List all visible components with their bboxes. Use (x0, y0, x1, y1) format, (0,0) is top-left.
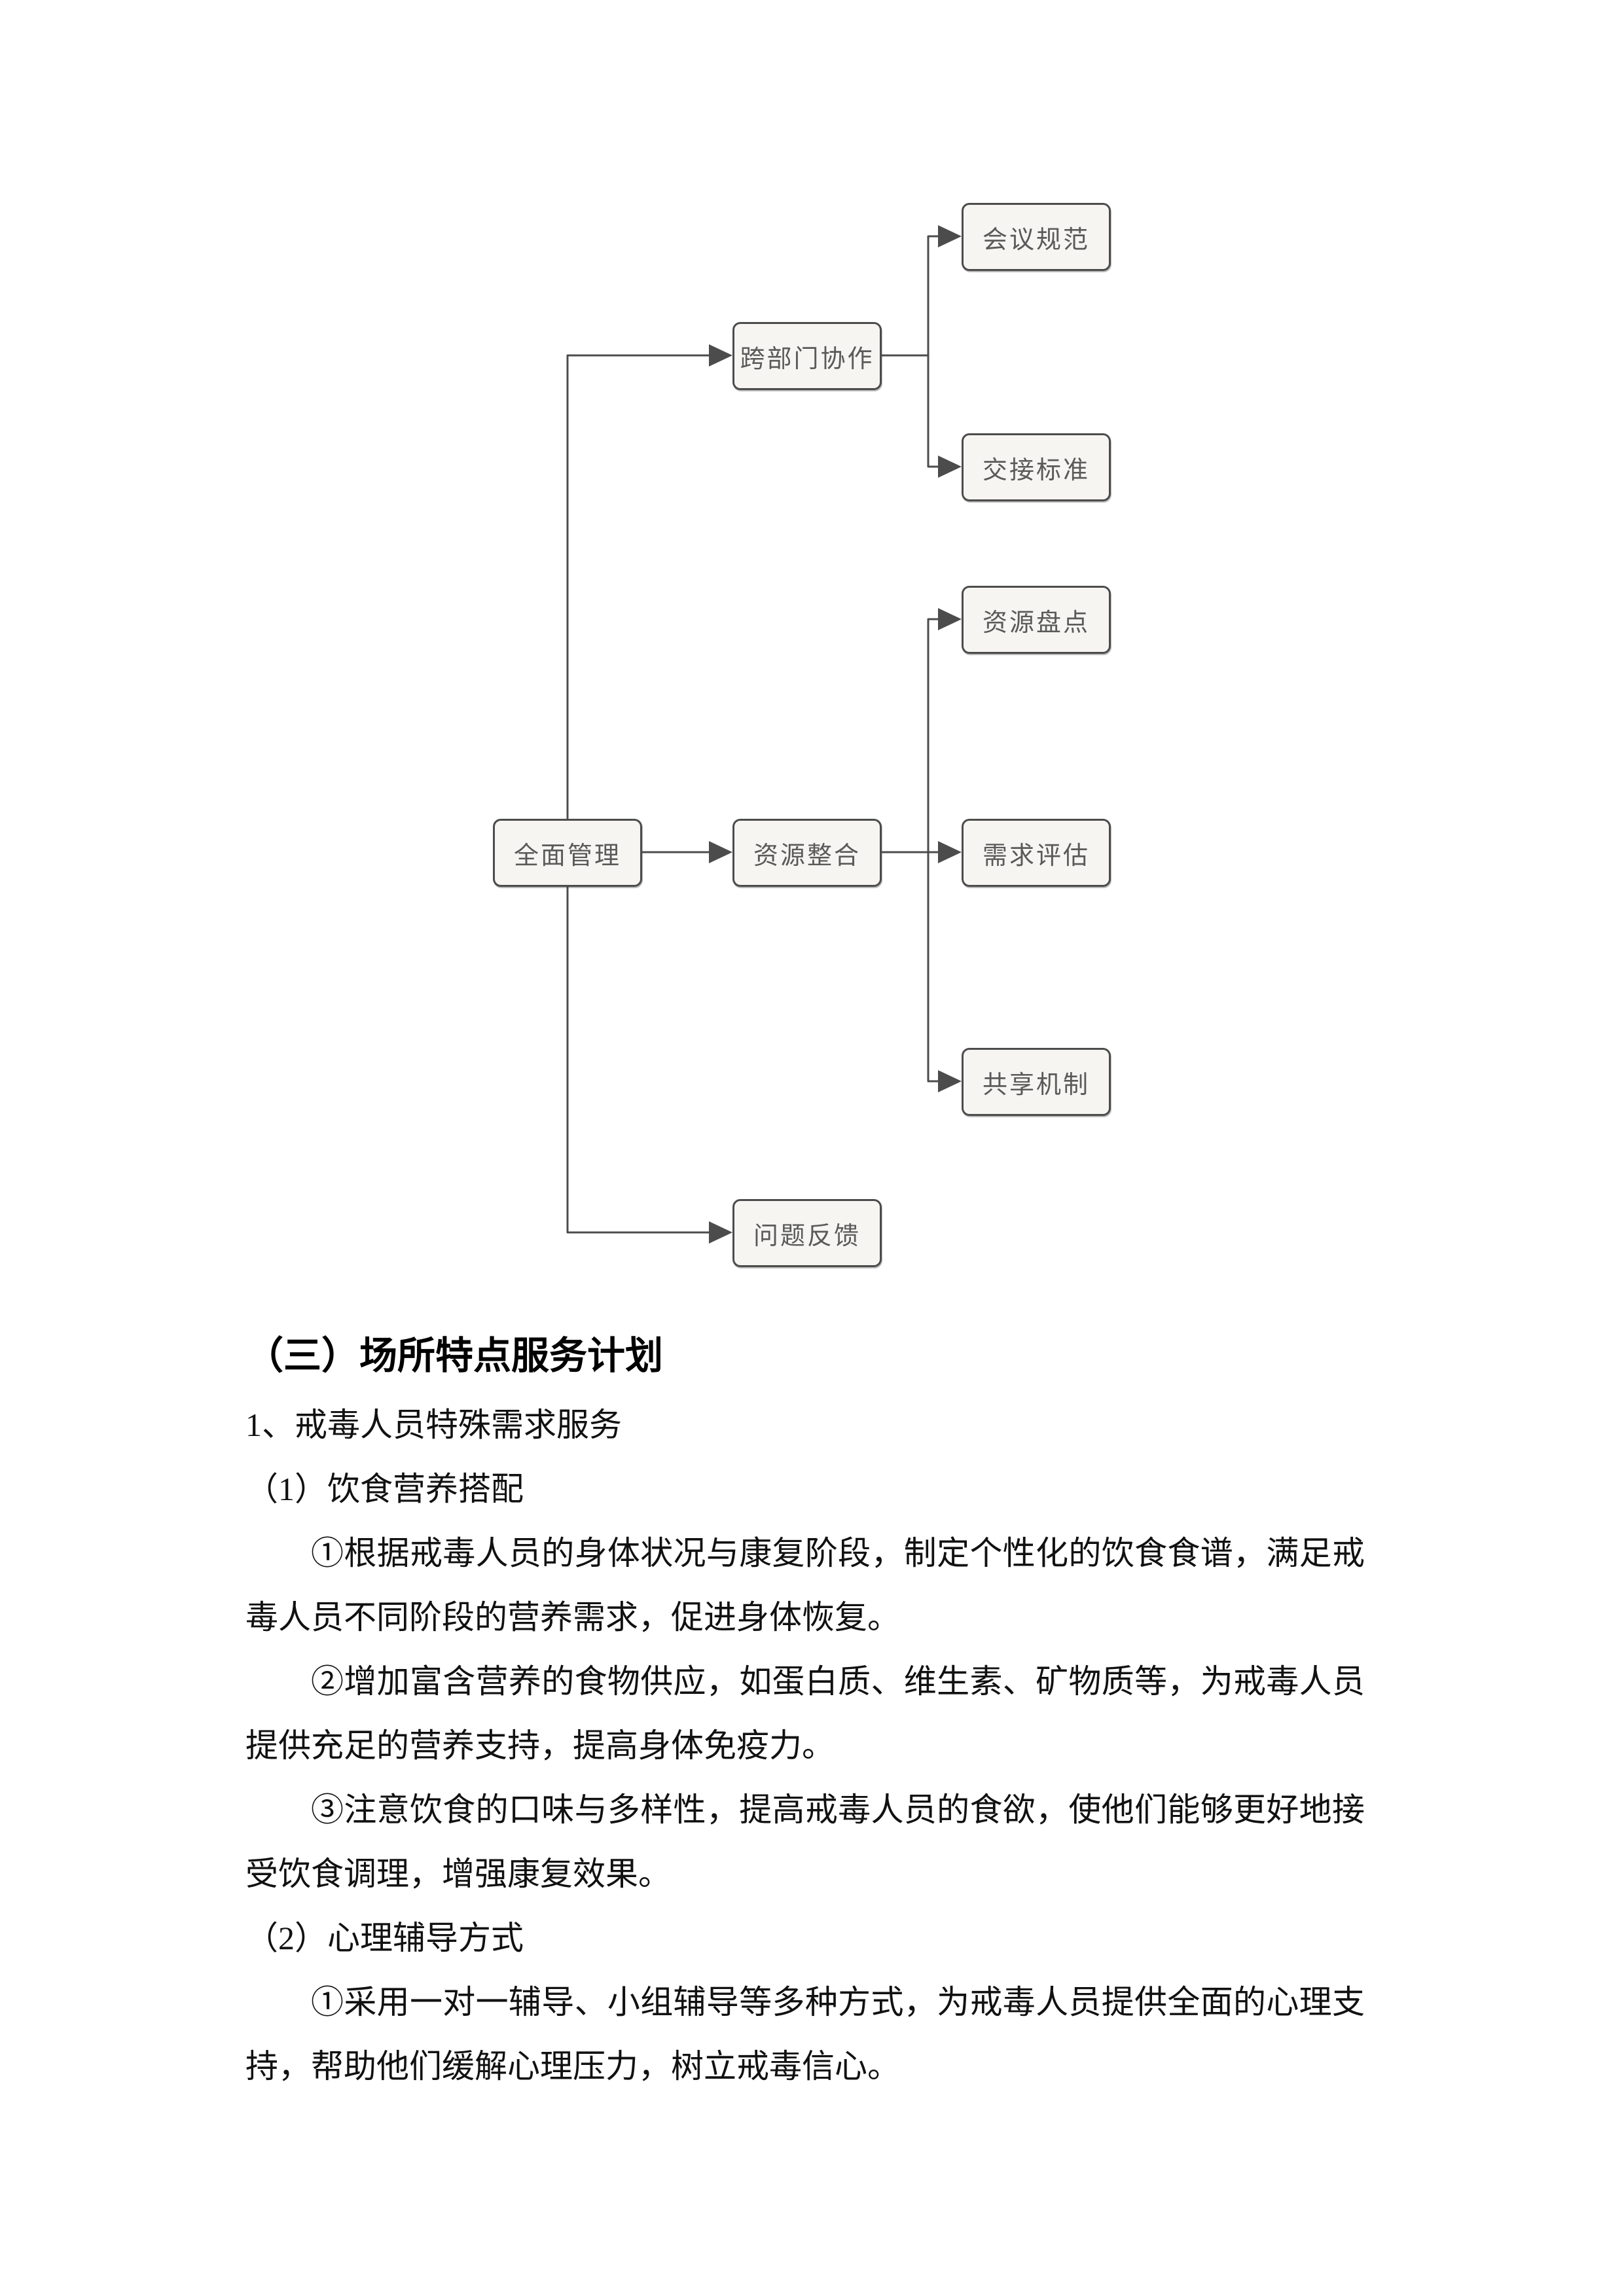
node-label: 需求评估 (982, 842, 1090, 870)
node-label: 共享机制 (982, 1071, 1090, 1099)
body-paragraph: ①根据戒毒人员的身体状况与康复阶段，制定个性化的饮食食谱，满足戒毒人员不同阶段的… (245, 1535, 1365, 1636)
flowchart: 全面管理 跨部门协作 资源整合 问题反馈 会议规范 交接标准 资源盘点 需求评估… (493, 203, 1111, 1267)
node-label: 全面管理 (513, 842, 621, 870)
arrowhead-inventory (938, 608, 962, 630)
arrowhead-meeting (938, 225, 962, 247)
node-issue-feedback: 问题反馈 (732, 1199, 882, 1267)
sub-heading-1: （1）饮食营养搭配 (245, 1471, 524, 1507)
node-label: 会议规范 (982, 226, 1090, 254)
node-handover-standards: 交接标准 (962, 433, 1111, 501)
connector-collab-spine (927, 235, 939, 468)
flowchart-connectors (566, 225, 962, 1244)
node-sharing-mechanism: 共享机制 (962, 1048, 1111, 1116)
arrowhead-handover (938, 456, 962, 478)
arrowhead-sharing (938, 1070, 962, 1092)
section-heading: （三）场所特点服务计划 (245, 1335, 664, 1377)
node-resource-integration: 资源整合 (732, 819, 882, 887)
node-label: 问题反馈 (753, 1222, 861, 1250)
node-meeting-standards: 会议规范 (962, 203, 1111, 271)
body-paragraph: ①采用一对一辅导、小组辅导等多种方式，为戒毒人员提供全面的心理支持，帮助他们缓解… (245, 1984, 1365, 2085)
body-paragraph: ②增加富含营养的食物供应，如蛋白质、维生素、矿物质等，为戒毒人员提供充足的营养支… (245, 1663, 1365, 1764)
arrowhead-feedback (709, 1221, 732, 1244)
node-label: 交接标准 (982, 456, 1090, 484)
node-label: 跨部门协作 (740, 345, 875, 373)
node-demand-assessment: 需求评估 (962, 819, 1111, 887)
node-overall-management: 全面管理 (493, 819, 642, 887)
body-paragraph: ③注意饮食的口味与多样性，提高戒毒人员的食欲，使他们能够更好地接受饮食调理，增强… (245, 1791, 1365, 1892)
arrowhead-collab (709, 344, 732, 367)
connector-resource-spine (927, 618, 939, 1083)
node-label: 资源盘点 (982, 609, 1090, 637)
list-item-numbered: 1、戒毒人员特殊需求服务 (245, 1407, 622, 1443)
node-label: 资源整合 (753, 842, 861, 870)
node-cross-department-collaboration: 跨部门协作 (732, 322, 882, 390)
connector-root-spine (566, 354, 710, 1234)
arrowhead-resource (709, 841, 732, 863)
node-resource-inventory: 资源盘点 (962, 586, 1111, 654)
arrowhead-assessment (938, 841, 962, 863)
document-text: （三）场所特点服务计划 1、戒毒人员特殊需求服务 （1）饮食营养搭配 ①根据戒毒… (245, 1333, 1365, 2098)
sub-heading-2: （2）心理辅导方式 (245, 1920, 524, 1956)
